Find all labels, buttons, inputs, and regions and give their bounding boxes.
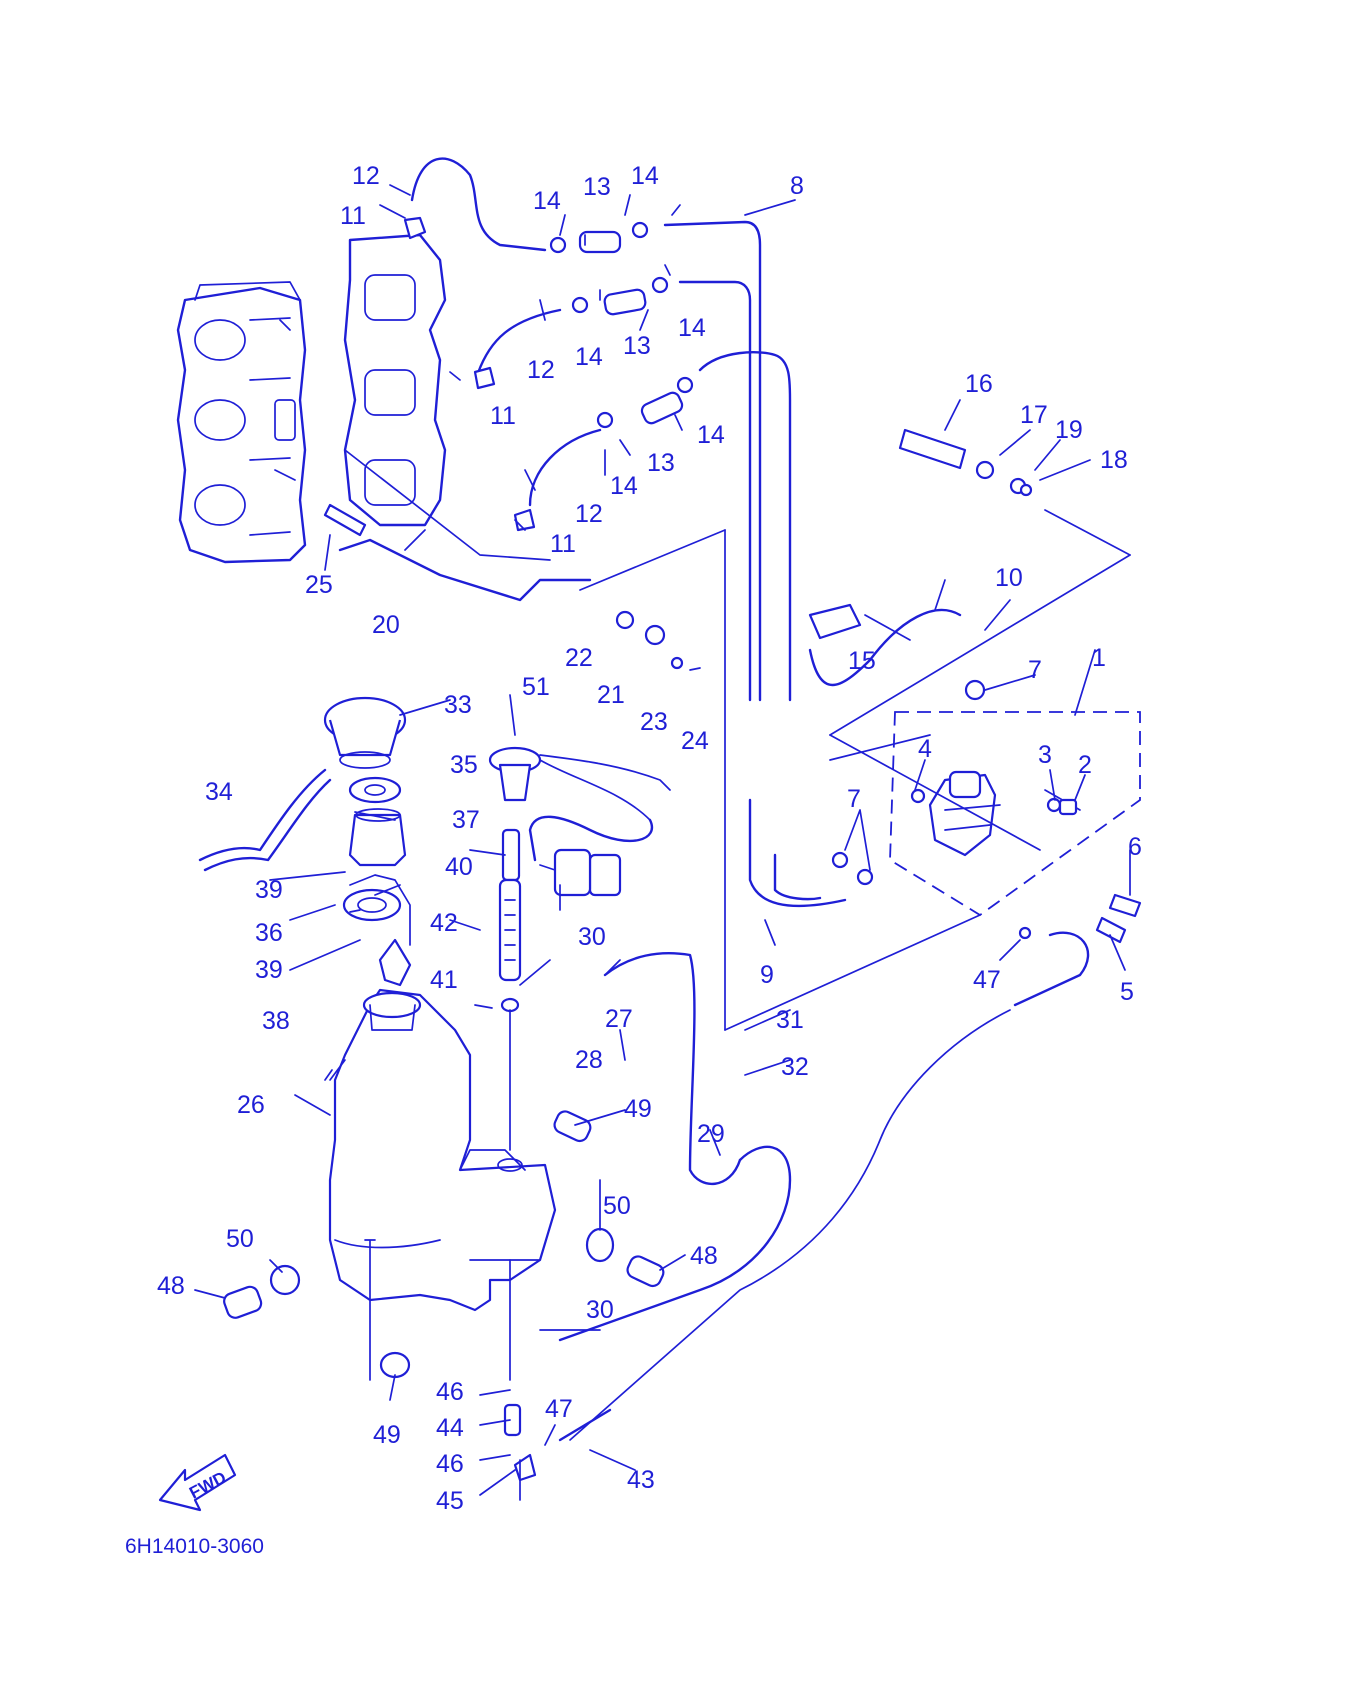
callout-17: 17 (1020, 401, 1048, 429)
callout-26: 26 (237, 1091, 265, 1119)
callout-23: 23 (640, 708, 668, 736)
callout-40: 40 (445, 853, 473, 881)
callout-34: 34 (205, 778, 233, 806)
leader-lines (194, 184, 1131, 1496)
oil-tank (324, 988, 557, 1381)
callout-25: 25 (305, 571, 333, 599)
callout-49a: 49 (624, 1095, 652, 1123)
fuel-pump-assembly (579, 509, 1141, 1031)
callout-12c: 12 (575, 500, 603, 528)
drawing-code: 6H14010-3060 (125, 1535, 264, 1558)
callout-14d: 14 (678, 314, 706, 342)
callout-30a: 30 (578, 923, 606, 951)
callout-7a: 7 (1028, 656, 1042, 684)
drain-plugs-grommets (223, 1110, 665, 1501)
callout-38: 38 (262, 1007, 290, 1035)
callout-13a: 13 (583, 173, 611, 201)
callout-8: 8 (790, 172, 804, 200)
callout-43: 43 (627, 1466, 655, 1494)
callout-41: 41 (430, 966, 458, 994)
callout-47a: 47 (973, 966, 1001, 994)
callout-20: 20 (372, 611, 400, 639)
callout-1: 1 (1092, 644, 1106, 672)
callout-12b: 12 (527, 356, 555, 384)
callout-42: 42 (430, 909, 458, 937)
callout-2: 2 (1078, 751, 1092, 779)
callout-24: 24 (681, 727, 709, 755)
callout-29: 29 (697, 1120, 725, 1148)
cylinder-block (176, 281, 307, 564)
callout-11a: 11 (340, 202, 366, 230)
part-callouts: 1 2 3 4 5 6 7 7 8 9 10 11 11 11 12 12 12… (157, 162, 1142, 1515)
callout-7b: 7 (847, 785, 861, 813)
callout-35: 35 (450, 751, 478, 779)
callout-22: 22 (565, 644, 593, 672)
callout-39a: 39 (255, 876, 283, 904)
callout-39b: 39 (255, 956, 283, 984)
callout-31: 31 (776, 1006, 804, 1034)
callout-6: 6 (1128, 833, 1142, 861)
callout-11c: 11 (550, 530, 576, 558)
callout-14c: 14 (575, 343, 603, 371)
callout-12a: 12 (352, 162, 380, 190)
callout-19: 19 (1055, 416, 1083, 444)
callout-37: 37 (452, 806, 480, 834)
callout-15: 15 (848, 647, 876, 675)
callout-3: 3 (1038, 741, 1052, 769)
callout-44: 44 (436, 1414, 464, 1442)
oil-filler-parts (198, 696, 412, 987)
callout-10: 10 (995, 564, 1023, 592)
callout-14b: 14 (631, 162, 659, 190)
callout-48b: 48 (690, 1242, 718, 1270)
callout-21: 21 (597, 681, 625, 709)
forward-direction-arrow: FWD (158, 1453, 237, 1512)
callout-46b: 46 (436, 1450, 464, 1478)
callout-46a: 46 (436, 1378, 464, 1406)
callout-4: 4 (918, 735, 932, 763)
intake-manifold (343, 233, 551, 561)
callout-27: 27 (605, 1005, 633, 1033)
callout-14f: 14 (697, 421, 725, 449)
callout-28: 28 (575, 1046, 603, 1074)
oil-level-sensor (488, 746, 671, 1151)
callout-51: 51 (522, 673, 550, 701)
callout-45: 45 (436, 1487, 464, 1515)
callout-49b: 49 (373, 1421, 401, 1449)
callout-13c: 13 (647, 449, 675, 477)
callout-16: 16 (965, 370, 993, 398)
callout-5: 5 (1120, 978, 1134, 1006)
callout-11b: 11 (490, 402, 516, 430)
callout-30b: 30 (586, 1296, 614, 1324)
callout-18: 18 (1100, 446, 1128, 474)
callout-32: 32 (781, 1053, 809, 1081)
callout-48a: 48 (157, 1272, 185, 1300)
callout-13b: 13 (623, 332, 651, 360)
callout-14e: 14 (610, 472, 638, 500)
callout-14a: 14 (533, 187, 561, 215)
callout-50b: 50 (603, 1192, 631, 1220)
callout-36: 36 (255, 919, 283, 947)
callout-50a: 50 (226, 1225, 254, 1253)
callout-33: 33 (444, 691, 472, 719)
callout-9: 9 (760, 961, 774, 989)
callout-47b: 47 (545, 1395, 573, 1423)
